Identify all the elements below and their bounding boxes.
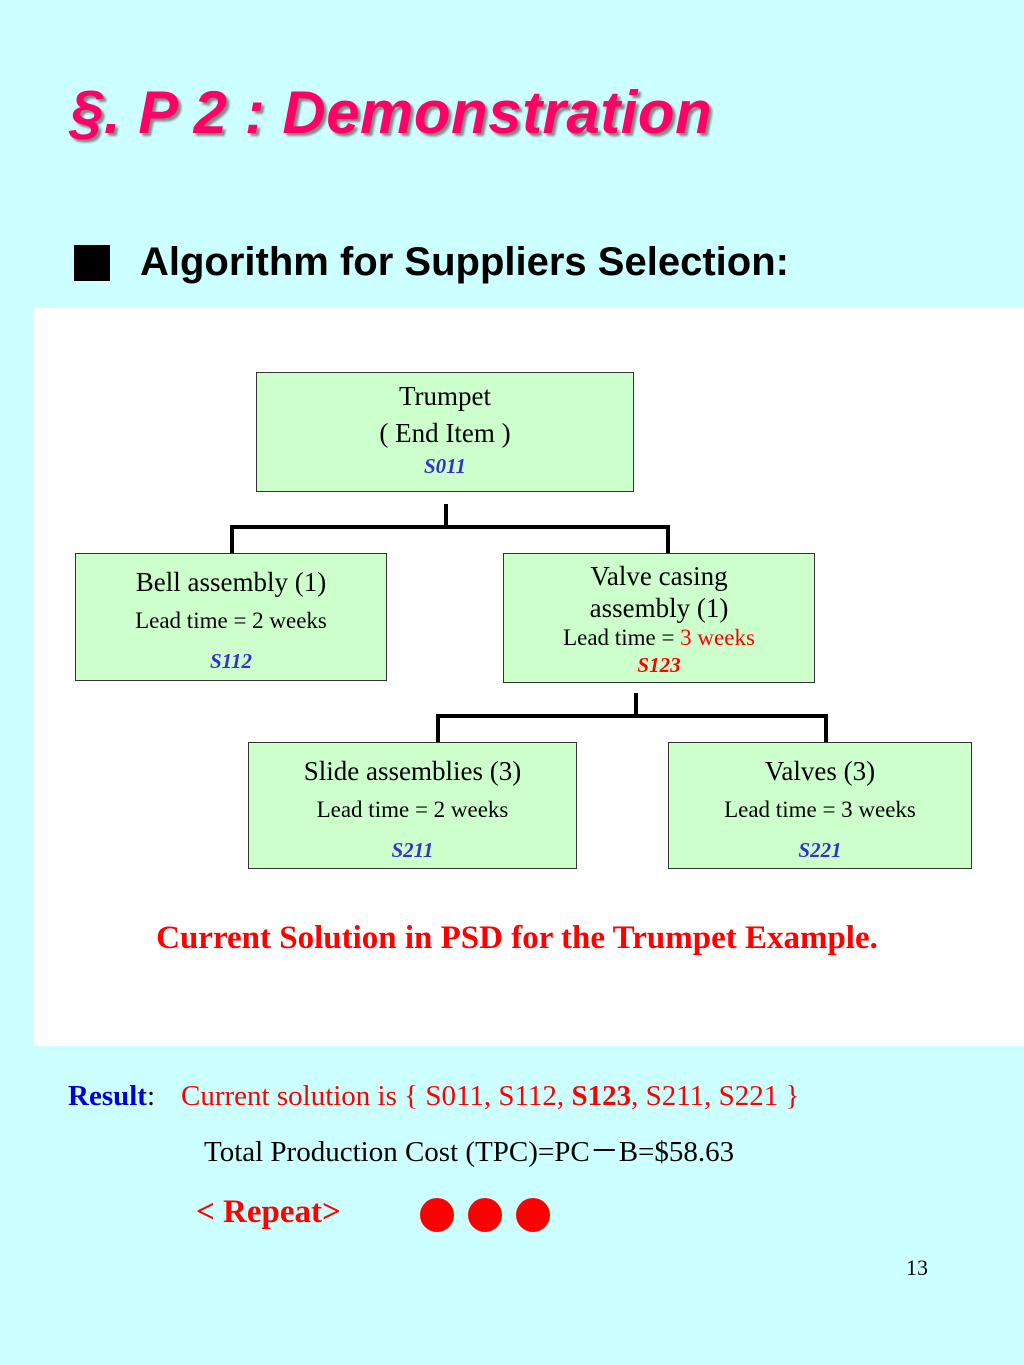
node-slide-name: Slide assemblies (3) <box>303 756 522 786</box>
lead-time-value: 3 weeks <box>680 625 755 650</box>
node-valves-name: Valves (3) <box>764 756 876 786</box>
result-text-bold: S123 <box>571 1080 632 1112</box>
connector-bell-drop <box>230 525 234 554</box>
node-valve-casing-assembly: Valve casing assembly (1) Lead time = 3 … <box>503 553 815 683</box>
total-production-cost: Total Production Cost (TPC)=PC－B=$58.63 <box>204 1136 735 1168</box>
connector-root-stem <box>444 504 448 528</box>
node-bell-name: Bell assembly (1) <box>135 567 327 597</box>
red-dot-icon <box>420 1198 454 1232</box>
node-slide-lead-time: Lead time = 2 weeks <box>316 797 509 822</box>
repeat-label: < Repeat> <box>196 1194 341 1230</box>
node-trumpet-subtitle: ( End Item ) <box>379 418 511 448</box>
section-heading: Algorithm for Suppliers Selection: <box>140 240 789 284</box>
connector-level2-bar <box>436 714 828 718</box>
result-colon: : <box>146 1080 156 1112</box>
node-bell-code: S112 <box>209 649 253 673</box>
lead-time-prefix: Lead time = <box>563 625 681 650</box>
result-label: Result <box>68 1080 147 1112</box>
node-trumpet-code: S011 <box>423 454 467 478</box>
diagram-caption: Current Solution in PSD for the Trumpet … <box>156 920 878 956</box>
page-number: 13 <box>906 1255 928 1280</box>
node-trumpet: Trumpet ( End Item ) S011 <box>256 372 634 492</box>
connector-slide-drop <box>436 714 440 743</box>
node-valve-casing-code: S123 <box>637 653 681 677</box>
result-text-suffix: , S211, S221 } <box>631 1080 800 1112</box>
node-valve-casing-lead-time: Lead time = 3 weeks <box>504 624 814 652</box>
node-valve-casing-name-line1: Valve casing <box>590 561 728 591</box>
result-line: Result: Current solution is { S011, S112,… <box>68 1080 799 1113</box>
node-slide-assemblies: Slide assemblies (3) Lead time = 2 weeks… <box>248 742 577 869</box>
connector-valve-casing-drop <box>666 525 670 554</box>
node-trumpet-name: Trumpet <box>398 381 492 411</box>
node-valves-code: S221 <box>798 838 842 862</box>
connector-valve-casing-stem <box>634 693 638 717</box>
node-bell-assembly: Bell assembly (1) Lead time = 2 weeks S1… <box>75 553 387 681</box>
node-valves: Valves (3) Lead time = 3 weeks S221 <box>668 742 972 869</box>
node-valve-casing-name-line2: assembly (1) <box>589 593 729 623</box>
connector-level1-bar <box>230 525 670 529</box>
node-valves-lead-time: Lead time = 3 weeks <box>724 797 916 822</box>
result-text-prefix: Current solution is { S011, S112, <box>181 1080 572 1112</box>
result-text: Current solution is { S011, S112, S123, … <box>181 1080 799 1112</box>
slide-title: §. P 2 : Demonstration <box>70 79 713 146</box>
bullet-square-icon <box>74 245 110 281</box>
connector-valves-drop <box>824 714 828 743</box>
node-slide-code: S211 <box>391 838 434 862</box>
node-bell-lead-time: Lead time = 2 weeks <box>135 608 327 633</box>
red-dot-icon <box>468 1198 502 1232</box>
red-dot-icon <box>516 1198 550 1232</box>
